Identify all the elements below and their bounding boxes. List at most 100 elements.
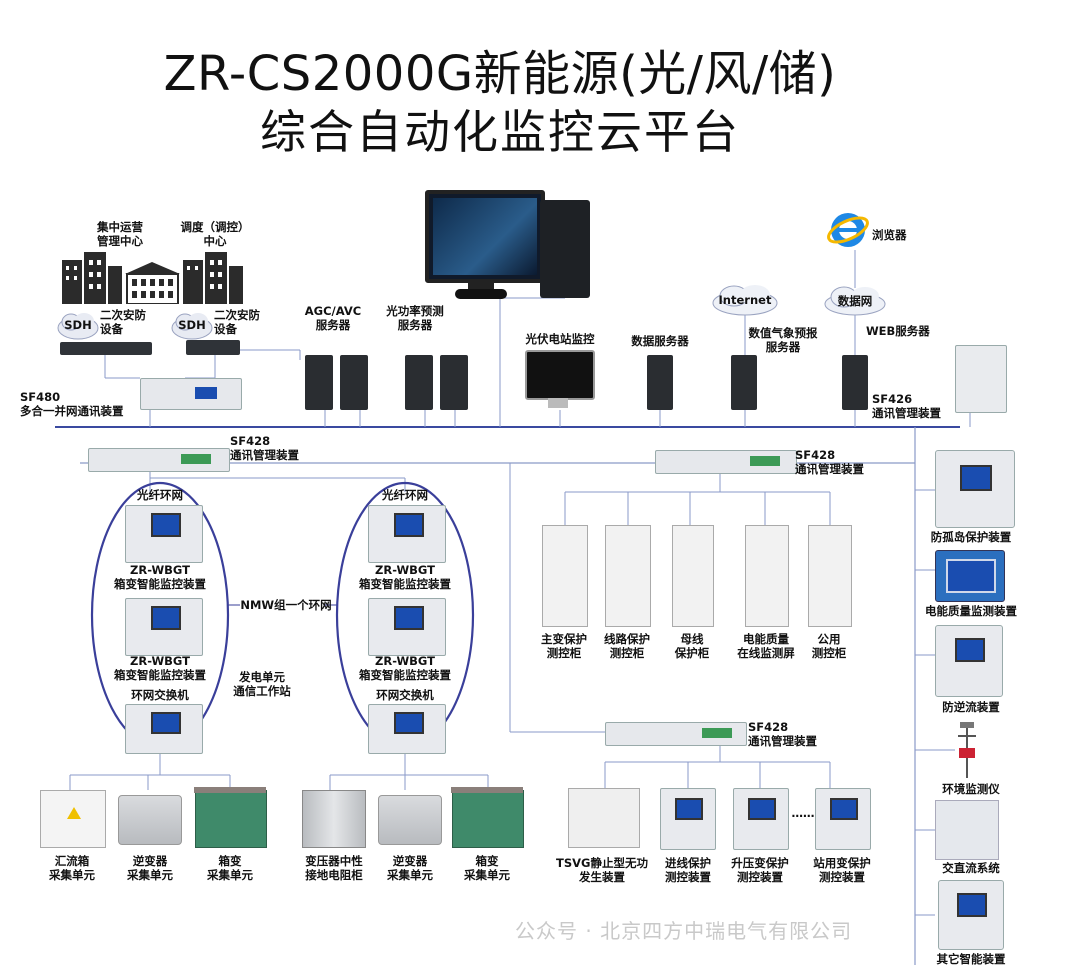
cloud-icon <box>712 285 778 316</box>
bottom-device-label: 进线保护 测控装置 <box>665 856 711 884</box>
right-device-label: 环境监测仪 <box>942 782 1000 796</box>
monitor-icon <box>525 350 595 400</box>
field-label: 变压器中性 接地电阻柜 <box>305 854 363 882</box>
data-server-label: 数据服务器 <box>631 334 689 348</box>
cloud-icon <box>57 313 99 340</box>
rack-device-icon <box>60 342 152 355</box>
protection-relay-icon <box>125 598 203 656</box>
building-icon <box>125 262 180 304</box>
weather-server-label: 数值气象预报 服务器 <box>748 326 818 354</box>
server-tower-icon <box>405 355 433 410</box>
bottom-device-label: 升压变保护 测控装置 <box>731 856 789 884</box>
server-tower-icon <box>540 200 590 298</box>
monitor-icon <box>425 190 545 283</box>
nmw-label: NMW组一个环网 <box>240 598 332 612</box>
page-title-line1: ZR-CS2000G新能源(光/风/储) <box>163 46 837 102</box>
field-label: 汇流箱 采集单元 <box>49 854 95 882</box>
monitor-stand <box>468 279 494 289</box>
ring-left-title: 光纤环网 <box>137 488 183 502</box>
ring-right-title: 光纤环网 <box>382 488 428 502</box>
box-transformer-icon <box>194 787 267 848</box>
page-title-line2: 综合自动化监控云平台 <box>260 105 740 159</box>
protection-relay-icon <box>938 880 1004 950</box>
web-server-label: WEB服务器 <box>866 324 930 338</box>
monitor-base <box>455 289 507 299</box>
cabinet-icon <box>745 525 789 627</box>
building-icon <box>183 252 243 304</box>
security-device-label-2: 二次安防 设备 <box>214 308 260 336</box>
protection-relay-icon <box>660 788 716 850</box>
cabinet-icon <box>542 525 588 627</box>
cloud-icon <box>171 313 213 340</box>
pv-forecast-label: 光功率预测 服务器 <box>386 304 444 332</box>
server-tower-icon <box>842 355 868 410</box>
zr-wbgt-2-label: ZR-WBGT 箱变智能监控装置 <box>114 654 206 682</box>
protection-relay-icon <box>733 788 789 850</box>
dispatch-label: 调度（调控） 中心 <box>180 220 250 248</box>
watermark: 公众号 · 北京四方中瑞电气有限公司 <box>515 919 853 943</box>
inverter-icon <box>378 795 442 845</box>
monitor-stand <box>548 398 568 408</box>
right-device-label: 电能质量监测装置 <box>925 604 1017 618</box>
server-tower-icon <box>340 355 368 410</box>
cabinet-icon <box>302 790 366 848</box>
internet-label: Internet <box>718 293 772 307</box>
protection-relay-icon <box>368 505 446 563</box>
right-device-label: 防孤岛保护装置 <box>930 530 1012 544</box>
cabinet-label: 主变保护 测控柜 <box>541 632 587 660</box>
field-label: 逆变器 采集单元 <box>387 854 433 882</box>
gen-unit-label: 发电单元 通信工作站 <box>233 670 291 698</box>
cabinet-label: 电能质量 在线监测屏 <box>737 632 795 660</box>
right-device-label: 防逆流装置 <box>942 700 1000 714</box>
sdh-label-2: SDH <box>178 318 206 332</box>
more-devices-ellipsis: …… <box>791 806 815 820</box>
protection-relay-icon <box>815 788 871 850</box>
sdh-label-1: SDH <box>64 318 92 332</box>
cabinet-icon <box>568 788 640 848</box>
protection-relay-icon <box>368 598 446 656</box>
field-label: 箱变 采集单元 <box>207 854 253 882</box>
combiner-box-icon <box>40 790 106 848</box>
sf428-bottom-device <box>605 722 747 746</box>
zr-wbgt-3-label: ZR-WBGT 箱变智能监控装置 <box>359 563 451 591</box>
security-device-label-1: 二次安防 设备 <box>100 308 146 336</box>
box-transformer-icon <box>451 787 524 848</box>
cabinet-icon <box>935 800 999 860</box>
sf428-left-device <box>88 448 230 472</box>
right-device-label: 交直流系统 <box>942 861 1000 875</box>
sf426-device <box>955 345 1007 413</box>
field-label: 逆变器 采集单元 <box>127 854 173 882</box>
protection-relay-icon <box>368 704 446 754</box>
datanet-label: 数据网 <box>837 294 873 308</box>
inverter-icon <box>118 795 182 845</box>
ie-browser-icon <box>827 213 869 247</box>
sf480-label: SF480 多合一并网通讯装置 <box>20 390 124 418</box>
protection-relay-icon <box>125 704 203 754</box>
cabinet-icon <box>605 525 651 627</box>
browser-label: 浏览器 <box>872 228 907 242</box>
sf426-label: SF426 通讯管理装置 <box>872 392 941 420</box>
sf428-right-label: SF428 通讯管理装置 <box>795 448 864 476</box>
cabinet-label: 母线 保护柜 <box>674 632 710 660</box>
server-tower-icon <box>647 355 673 410</box>
sf428-right-device <box>655 450 797 474</box>
server-tower-icon <box>305 355 333 410</box>
bottom-device-label: 站用变保护 测控装置 <box>813 856 871 884</box>
server-tower-icon <box>731 355 757 410</box>
ring-switch-left-label: 环网交换机 <box>131 688 189 702</box>
center-ops-label: 集中运营 管理中心 <box>97 220 143 248</box>
weather-station-icon <box>958 722 976 778</box>
sf428-bottom-label: SF428 通讯管理装置 <box>748 720 817 748</box>
sf428-left-label: SF428 通讯管理装置 <box>230 434 299 462</box>
zr-wbgt-4-label: ZR-WBGT 箱变智能监控装置 <box>359 654 451 682</box>
cabinet-icon <box>808 525 852 627</box>
cabinet-icon <box>672 525 714 627</box>
protection-relay-icon <box>935 550 1005 602</box>
bottom-device-label: TSVG静止型无功 发生装置 <box>556 856 648 884</box>
protection-relay-icon <box>935 450 1015 528</box>
building-icon <box>62 252 122 304</box>
cabinet-label: 线路保护 测控柜 <box>604 632 650 660</box>
zr-wbgt-1-label: ZR-WBGT 箱变智能监控装置 <box>114 563 206 591</box>
rack-device-icon <box>186 340 240 355</box>
sf480-device <box>140 378 242 410</box>
